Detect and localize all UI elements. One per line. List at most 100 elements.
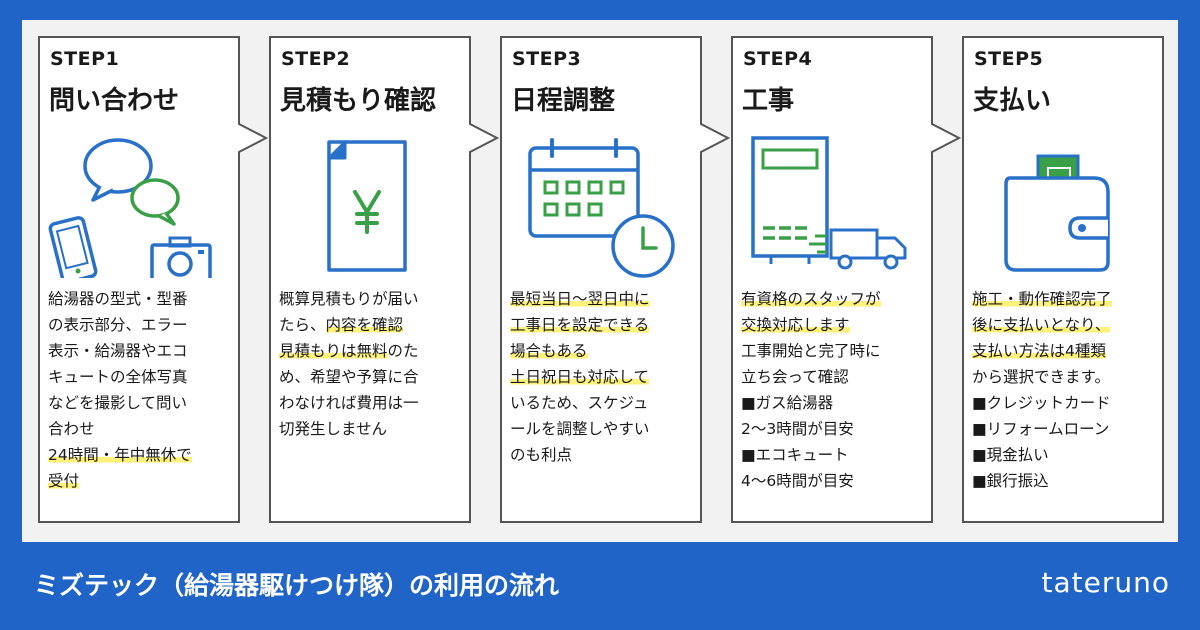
description-text: ■ガス給湯器 xyxy=(741,394,834,412)
highlighted-text: 場合もある xyxy=(510,342,588,360)
description-text: ■銀行振込 xyxy=(972,472,1049,490)
description-line: ールを調整しやすい xyxy=(510,416,696,442)
description-line: いるため、スケジュ xyxy=(510,390,696,416)
highlighted-text: 交換対応します xyxy=(741,316,850,334)
description-line: 切発生しません xyxy=(279,416,465,442)
step-card-4: STEP4 工事 有資格のスタッフが交換対応します工事開始と完了時に立ち会って確… xyxy=(731,36,962,523)
highlighted-text: 内容を確認 xyxy=(325,316,404,334)
description-text: ールを調整しやすい xyxy=(510,420,650,438)
step-description: 給湯器の型式・型番の表示部分、エラー表示・給湯器やエコキュートの全体写真などを撮… xyxy=(48,286,234,494)
step-number: STEP2 xyxy=(281,48,351,70)
description-text: 合わせ xyxy=(48,420,95,438)
description-line: 有資格のスタッフが xyxy=(741,286,927,312)
chat-phone-camera-icon xyxy=(48,138,212,278)
step-card-2: STEP2 見積もり確認 概算見積もりが届いたら、内容を確認見積もりは無料のため… xyxy=(269,36,500,523)
calendar-clock-icon xyxy=(528,138,675,278)
description-line: などを撮影して問い xyxy=(48,390,234,416)
highlighted-text: 土日祝日も対応して xyxy=(510,368,650,386)
description-text: の表示部分、エラー xyxy=(48,316,188,334)
description-line: 最短当日〜翌日中に xyxy=(510,286,696,312)
highlighted-text: 支払い方法は4種類 xyxy=(972,342,1106,360)
highlighted-text: 最短当日〜翌日中に xyxy=(510,290,650,308)
description-text: 給湯器の型式・型番 xyxy=(48,290,188,308)
description-line: 交換対応します xyxy=(741,312,927,338)
description-line: から選択できます。 xyxy=(972,364,1158,390)
description-text: 表示・給湯器やエコ xyxy=(48,342,188,360)
step-card-1: STEP1 問い合わせ 給湯器の型式・型番の表示部分、エラー表示・給湯器やエコキ… xyxy=(38,36,269,523)
description-text: 切発生しません xyxy=(279,420,388,438)
description-line: 立ち会って確認 xyxy=(741,364,927,390)
description-line: ■銀行振込 xyxy=(972,468,1158,494)
description-text: キュートの全体写真 xyxy=(48,368,188,386)
description-text: 概算見積もりが届い xyxy=(279,290,419,308)
highlighted-text: 見積もりは無料 xyxy=(279,342,388,360)
description-line: ■リフォームローン xyxy=(972,416,1158,442)
description-line: わなければ費用は一 xyxy=(279,390,465,416)
step-title: 工事 xyxy=(742,86,795,116)
step-description: 施工・動作確認完了後に支払いとなり、支払い方法は4種類から選択できます。 ■クレジ… xyxy=(972,286,1158,494)
description-line: 給湯器の型式・型番 xyxy=(48,286,234,312)
step-title: 問い合わせ xyxy=(49,86,180,116)
step-title: 見積もり確認 xyxy=(280,86,437,116)
description-line: 24時間・年中無休で xyxy=(48,442,234,468)
description-text: から選択できます。 xyxy=(972,368,1110,386)
description-line: の表示部分、エラー xyxy=(48,312,234,338)
highlighted-text: 24時間・年中無休で xyxy=(48,446,192,464)
description-line: 表示・給湯器やエコ xyxy=(48,338,234,364)
description-line: 支払い方法は4種類 xyxy=(972,338,1158,364)
wallet-icon xyxy=(1004,154,1110,272)
step-card-3: STEP3 日程調整 最短当日〜翌日中に工事日を設定できる場合もある土日祝日も対… xyxy=(500,36,731,523)
description-line: 受付 xyxy=(48,468,234,494)
description-text: などを撮影して問い xyxy=(48,394,188,412)
description-line: ■ガス給湯器 xyxy=(741,390,927,416)
highlighted-text: 工事日を設定できる xyxy=(510,316,650,334)
brand-logo: tateruno xyxy=(1041,566,1170,599)
description-text: のも利点 xyxy=(510,446,573,464)
step-card-frame xyxy=(38,36,269,523)
description-line: キュートの全体写真 xyxy=(48,364,234,390)
description-line: め、希望や予算に合 xyxy=(279,364,465,390)
description-text: 工事開始と完了時に xyxy=(741,342,881,360)
step-description: 最短当日〜翌日中に工事日を設定できる場合もある土日祝日も対応しているため、スケジ… xyxy=(510,286,696,468)
description-text: ■エコキュート xyxy=(741,446,849,464)
yen-document-icon xyxy=(327,140,407,272)
description-line: 施工・動作確認完了 xyxy=(972,286,1158,312)
highlighted-text: 後に支払いとなり、 xyxy=(972,316,1111,334)
step-number: STEP4 xyxy=(743,48,813,70)
description-line: ■エコキュート xyxy=(741,442,927,468)
description-text: め、希望や予算に合 xyxy=(279,368,419,386)
description-text: ■現金払い xyxy=(972,446,1049,464)
step-title: 支払い xyxy=(973,86,1052,116)
highlighted-text: 受付 xyxy=(48,472,80,490)
step-title: 日程調整 xyxy=(511,86,616,116)
description-line: 工事開始と完了時に xyxy=(741,338,927,364)
description-line: 場合もある xyxy=(510,338,696,364)
description-text: ■リフォームローン xyxy=(972,420,1110,438)
step-card-frame xyxy=(962,36,1164,523)
description-text: いるため、スケジュ xyxy=(510,394,649,412)
step-number: STEP1 xyxy=(50,48,120,70)
description-line: 土日祝日も対応して xyxy=(510,364,696,390)
highlighted-text: 施工・動作確認完了 xyxy=(972,290,1112,308)
description-line: たら、内容を確認 xyxy=(279,312,465,338)
step-number: STEP3 xyxy=(512,48,582,70)
description-line: 概算見積もりが届い xyxy=(279,286,465,312)
description-line: ■現金払い xyxy=(972,442,1158,468)
step-card-5: STEP5 支払い 施工・動作確認完了後に支払いとなり、支払い方法は4種類から選… xyxy=(962,36,1164,523)
step-description: 有資格のスタッフが交換対応します工事開始と完了時に立ち会って確認 ■ガス給湯器 2〜… xyxy=(741,286,927,494)
description-text: わなければ費用は一 xyxy=(279,394,419,412)
step-card-frame xyxy=(269,36,500,523)
description-text: 2〜3時間が目安 xyxy=(741,420,854,438)
description-line: 後に支払いとなり、 xyxy=(972,312,1158,338)
description-line: ■クレジットカード xyxy=(972,390,1158,416)
description-text: 4〜6時間が目安 xyxy=(741,472,854,490)
footer-title: ミズテック（給湯器駆けつけ隊）の利用の流れ xyxy=(34,571,560,600)
highlighted-text: 有資格のスタッフが xyxy=(741,290,881,308)
description-line: 合わせ xyxy=(48,416,234,442)
flow-panel: STEP1 問い合わせ 給湯器の型式・型番の表示部分、エラー表示・給湯器やエコキ… xyxy=(22,20,1178,542)
description-text: 立ち会って確認 xyxy=(741,368,849,386)
description-line: 見積もりは無料のた xyxy=(279,338,465,364)
description-text: ■クレジットカード xyxy=(972,394,1111,412)
description-line: 2〜3時間が目安 xyxy=(741,416,927,442)
description-line: 4〜6時間が目安 xyxy=(741,468,927,494)
